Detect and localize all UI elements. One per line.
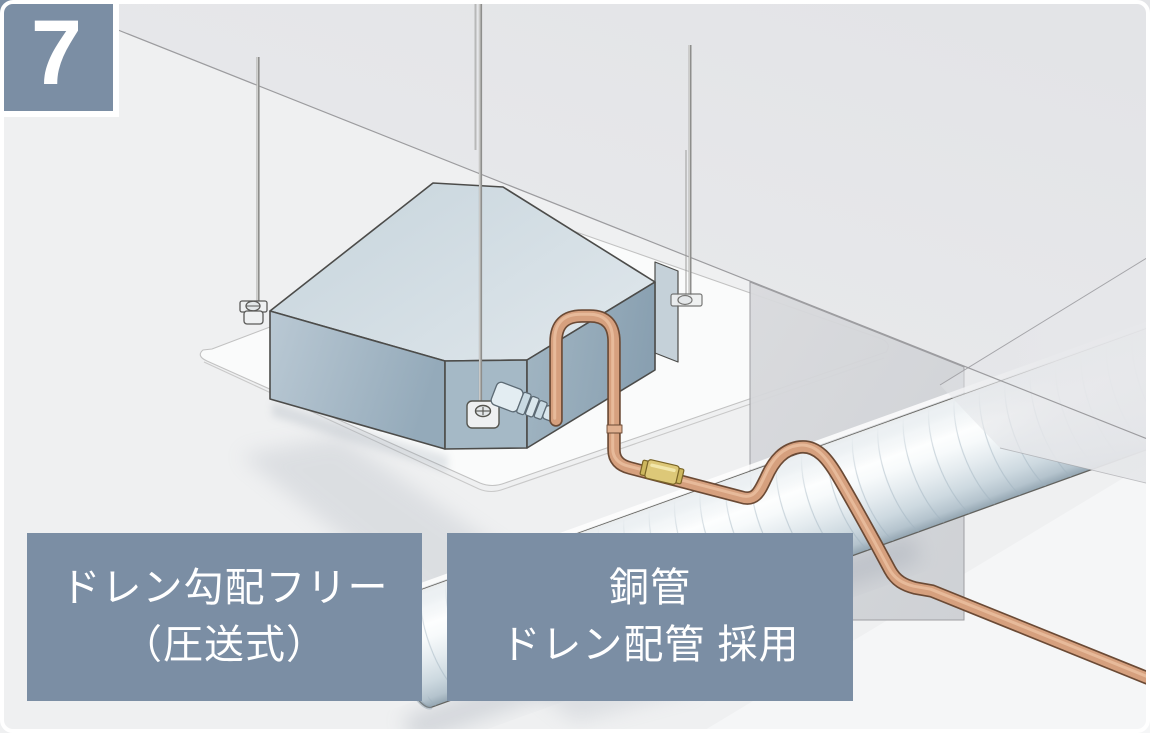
figure-number: 7 <box>30 2 83 104</box>
feature-label-copper-drain-piping: 銅管 ドレン配管 採用 <box>447 533 853 701</box>
rod-bracket <box>239 300 268 325</box>
feature-label-line: ドレン配管 採用 <box>500 623 800 667</box>
figure-number-badge: 7 <box>0 0 113 111</box>
brass-coupling <box>639 459 685 485</box>
unit-shadow <box>272 402 448 472</box>
hanging-rod <box>685 45 692 297</box>
feature-label-drain-gradient-free: ドレン勾配フリー （圧送式） <box>27 533 422 701</box>
copper-drain-pipe <box>549 309 1150 686</box>
figure-number-frame: 7 <box>0 0 119 117</box>
feature-label-line: （圧送式） <box>122 623 327 667</box>
feature-label-line: ドレン勾配フリー <box>60 566 389 611</box>
rod-bracket <box>466 400 500 429</box>
unit-side-panel <box>654 261 679 363</box>
hanging-rods <box>239 0 703 429</box>
back-wall <box>0 0 1150 440</box>
hanging-rod <box>474 0 483 402</box>
wall-edge-line <box>117 29 1150 441</box>
translucent-wall <box>939 255 1150 485</box>
hanging-rod <box>256 57 260 303</box>
rod-bracket <box>670 293 703 307</box>
pipe-joint-ring <box>606 424 623 434</box>
feature-label-line: 銅管 <box>609 566 691 611</box>
